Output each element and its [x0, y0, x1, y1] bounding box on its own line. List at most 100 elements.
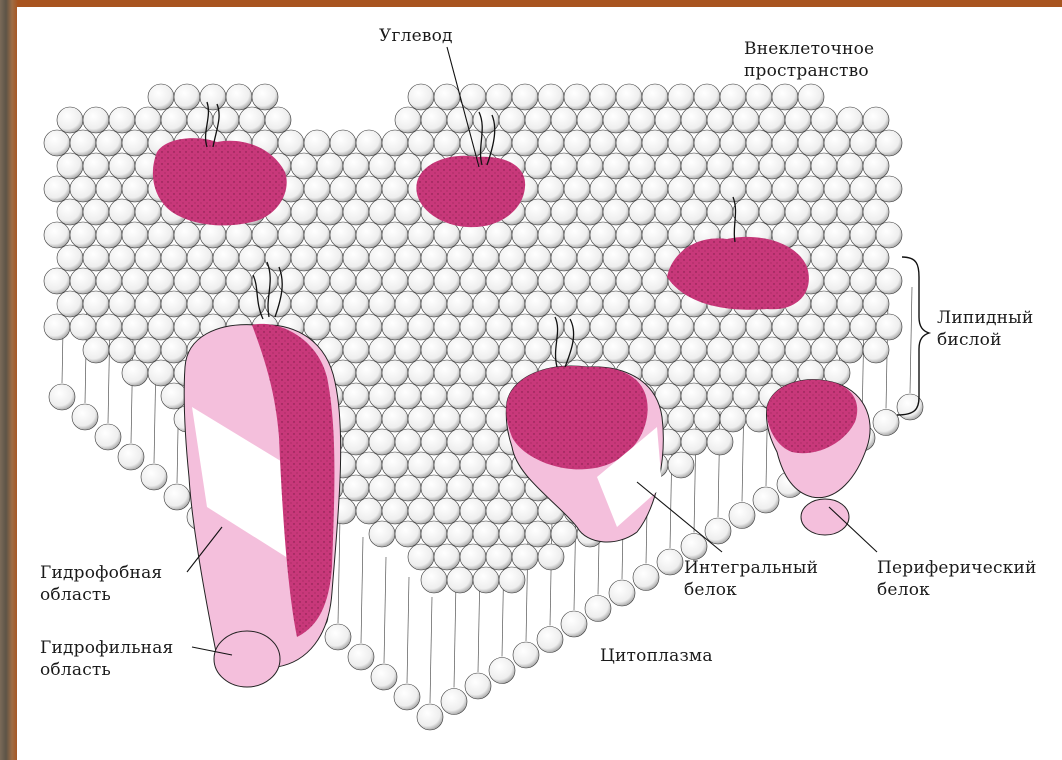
lipid-head [408, 498, 434, 524]
lipid-head [837, 245, 863, 271]
lipid-head [551, 291, 577, 317]
lipid-head [538, 130, 564, 156]
label-hydrophilic-region: Гидрофильная область [40, 637, 173, 681]
lipid-head [109, 153, 135, 179]
lipid-head [122, 268, 148, 294]
lipid-head [486, 360, 512, 386]
lipid-head [200, 268, 226, 294]
label-lipid-bilayer: Липидный бислой [937, 307, 1033, 351]
lipid-head [772, 314, 798, 340]
lipid-head [863, 291, 889, 317]
lipid-head [434, 84, 460, 110]
lipid-head [330, 268, 356, 294]
lipid-head [525, 199, 551, 225]
lipid-head [657, 549, 683, 575]
lipid-head [265, 107, 291, 133]
lipid-head [369, 337, 395, 363]
lipid-tail [454, 582, 456, 688]
lipid-head [421, 245, 447, 271]
lipid-head [668, 314, 694, 340]
lipid-head [417, 704, 443, 730]
lipid-head [369, 383, 395, 409]
lipid-head [616, 268, 642, 294]
lipid-head [577, 199, 603, 225]
lipid-head [629, 337, 655, 363]
lipid-head [83, 199, 109, 225]
lipid-head [798, 130, 824, 156]
lipid-head [876, 268, 902, 294]
lipid-head [291, 291, 317, 317]
lipid-head [837, 199, 863, 225]
lipid-head [707, 199, 733, 225]
lipid-head [538, 314, 564, 340]
lipid-head [616, 222, 642, 248]
lipid-head [70, 176, 96, 202]
lipid-head [798, 314, 824, 340]
lipid-head [616, 176, 642, 202]
lipid-head [213, 245, 239, 271]
lipid-head [161, 383, 187, 409]
lipid-head [590, 268, 616, 294]
lipid-head [343, 383, 369, 409]
lipid-head [513, 642, 539, 668]
lipid-head [811, 337, 837, 363]
lipid-head [486, 84, 512, 110]
lipid-head [395, 291, 421, 317]
lipid-head [356, 406, 382, 432]
lipid-head [291, 153, 317, 179]
lipid-head [837, 153, 863, 179]
lipid-head [395, 199, 421, 225]
lipid-head [863, 337, 889, 363]
lipid-head [70, 268, 96, 294]
lipid-head [434, 406, 460, 432]
lipid-head [694, 360, 720, 386]
lipid-head [44, 314, 70, 340]
lipid-head [382, 314, 408, 340]
lipid-head [421, 383, 447, 409]
lipid-head [252, 268, 278, 294]
lipid-head [382, 360, 408, 386]
lipid-head [278, 130, 304, 156]
lipid-head [538, 176, 564, 202]
lipid-head [395, 245, 421, 271]
lipid-head [564, 130, 590, 156]
lipid-head [148, 268, 174, 294]
lipid-head [486, 314, 512, 340]
lipid-head [499, 107, 525, 133]
lipid-head [642, 314, 668, 340]
lipid-head [408, 544, 434, 570]
lipid-head [473, 337, 499, 363]
lipid-head [564, 176, 590, 202]
lipid-head [720, 360, 746, 386]
lipid-head [460, 452, 486, 478]
lipid-head [408, 130, 434, 156]
lipid-head [668, 84, 694, 110]
lipid-head [655, 337, 681, 363]
lipid-head [291, 245, 317, 271]
lipid-head [135, 337, 161, 363]
lipid-head [343, 475, 369, 501]
lipid-head [720, 406, 746, 432]
lipid-head [135, 245, 161, 271]
lipid-head [356, 452, 382, 478]
lipid-head [863, 199, 889, 225]
lipid-head [759, 199, 785, 225]
lipid-head [317, 199, 343, 225]
lipid-tail [407, 577, 409, 683]
lipid-head [694, 130, 720, 156]
lipid-head [759, 337, 785, 363]
lipid-head [720, 130, 746, 156]
lipid-head [551, 521, 577, 547]
lipid-head [850, 176, 876, 202]
lipid-head [395, 475, 421, 501]
lipid-head [668, 360, 694, 386]
lipid-head [642, 84, 668, 110]
lipid-head [681, 534, 707, 560]
lipid-head [213, 291, 239, 317]
lipid-head [564, 84, 590, 110]
lipid-head [408, 84, 434, 110]
lipid-head [44, 268, 70, 294]
lipid-head [44, 130, 70, 156]
lipid-head [95, 424, 121, 450]
lipid-head [394, 684, 420, 710]
